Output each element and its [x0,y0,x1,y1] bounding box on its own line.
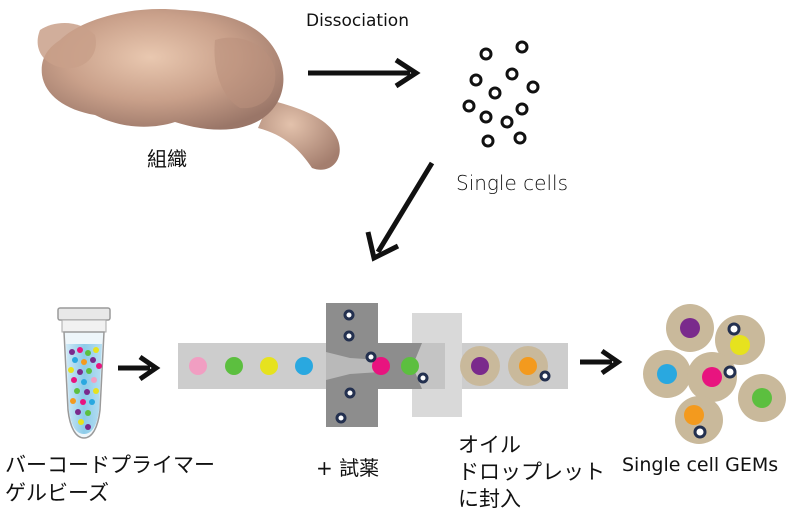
chip-bead-yellow [260,357,278,375]
chip-cell [539,370,551,382]
dissociation-arrow-icon [308,57,421,89]
tube-beads [68,347,102,430]
oil-label-line1: オイル [458,433,521,457]
single-cells-icon [462,40,540,148]
tube-icon [57,307,111,439]
microfluidic-chip-icon [178,303,568,427]
chip-cell [417,372,429,384]
reagents-label: + 試薬 [316,456,380,480]
gem-cell [693,425,707,439]
oil-label-line3: に封入 [458,487,521,511]
dissociation-label: Dissociation [306,11,409,31]
gem-cell [727,322,741,336]
chip-bead-green [225,357,243,375]
gems-label: Single cell GEMs [622,454,779,476]
chip-bead-pink [189,357,207,375]
single-cell [513,131,527,145]
single-cell [479,110,493,124]
gem-cell [723,365,737,379]
chip-cell [335,412,347,424]
single-cell [462,99,476,113]
oil-label-line2: ドロップレット [458,460,605,484]
tissue-label: 組織 [147,147,187,171]
single-cell [500,115,514,129]
gems-icon [643,304,786,444]
single-cell [481,134,495,148]
chip-bead-green-2 [401,357,419,375]
chip-cell [344,387,356,399]
barcode-beads-label-line1: バーコードプライマー [5,453,215,477]
diagonal-arrow-icon [365,161,435,262]
chip-bead-blue [295,357,313,375]
tube-to-chip-arrow-icon [118,354,161,382]
tissue-icon [37,9,340,170]
single-cell [488,86,502,100]
single-cell [505,67,519,81]
chip-cell [343,309,355,321]
single-cell [526,80,540,94]
single-cell [469,73,483,87]
chip-bead-magenta [372,357,390,375]
chip-to-gems-arrow-icon [580,348,623,376]
single-cells-label: Single cells [456,171,568,195]
barcode-beads-label-line2: ゲルビーズ [5,481,109,505]
single-cell [479,47,493,61]
single-cell [515,40,529,54]
single-cell [515,102,529,116]
chip-cell [365,351,377,363]
chip-cell [343,330,355,342]
